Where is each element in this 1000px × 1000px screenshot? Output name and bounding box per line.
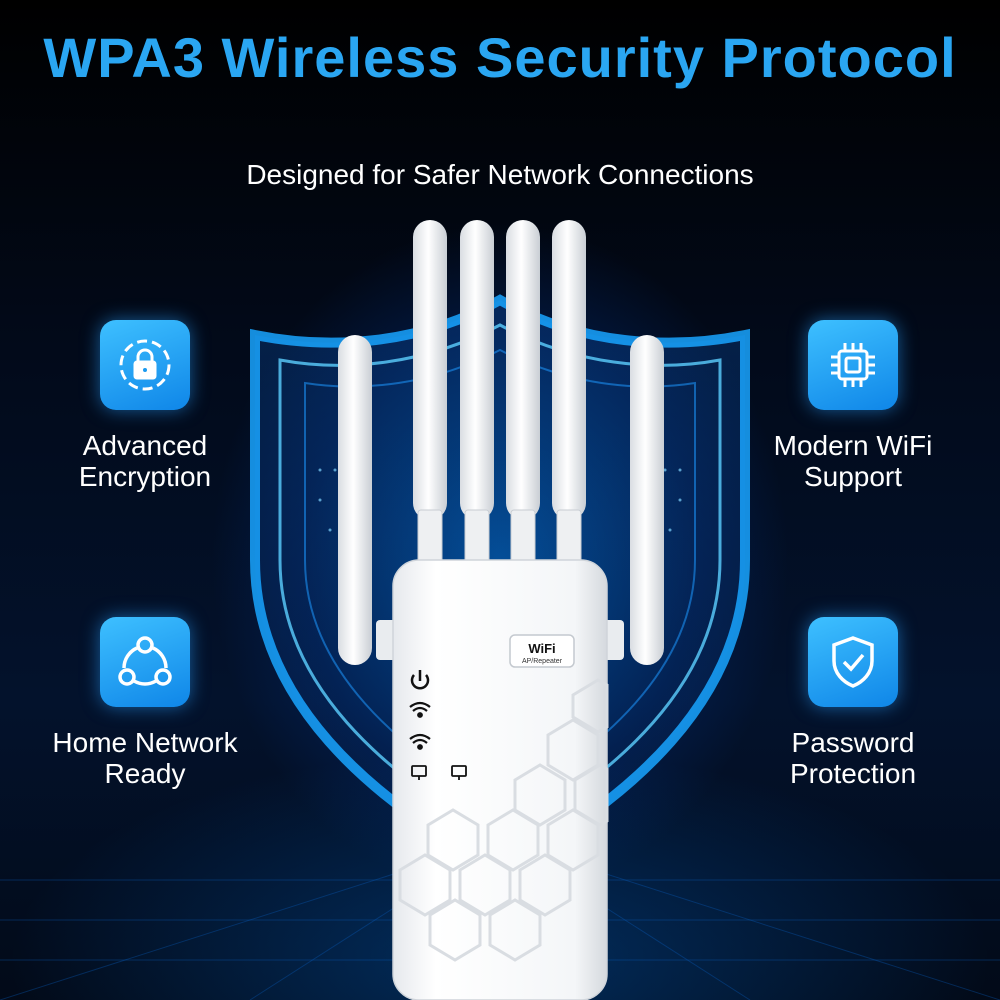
feature-modern-wifi-support: Modern WiFi Support (733, 320, 973, 492)
power-icon (410, 670, 430, 690)
network-nodes-icon (100, 617, 190, 707)
badge-logo: WiFi (528, 641, 555, 656)
antenna-top-4 (552, 220, 586, 571)
page-title: WPA3 Wireless Security Protocol (43, 26, 957, 89)
feature-label: Home Network Ready (52, 727, 238, 789)
wifi-icon (409, 733, 431, 750)
antenna-top-2 (460, 220, 494, 571)
hexagon-pattern (398, 678, 609, 962)
antenna-top-1 (413, 220, 447, 571)
antenna-top-3 (506, 220, 540, 571)
ethernet-port-icon (411, 765, 427, 780)
ethernet-port-icon (451, 765, 467, 780)
page-subtitle: Designed for Safer Network Connections (246, 159, 754, 190)
chip-icon (808, 320, 898, 410)
feature-home-network-ready: Home Network Ready (25, 617, 265, 789)
wifi-repeater-device: WiFi AP/Repeater (338, 220, 664, 1000)
feature-label: Advanced Encryption (78, 430, 212, 492)
wifi-icon (409, 701, 431, 718)
shield-check-icon (808, 617, 898, 707)
feature-advanced-encryption: Advanced Encryption (25, 320, 265, 492)
feature-password-protection: Password Protection (733, 617, 973, 789)
lock-icon (100, 320, 190, 410)
feature-label: Password Protection (789, 727, 917, 789)
badge-mode: AP/Repeater (522, 658, 563, 665)
wifi-badge: WiFi AP/Repeater (509, 634, 575, 668)
feature-label: Modern WiFi Support (773, 430, 933, 492)
